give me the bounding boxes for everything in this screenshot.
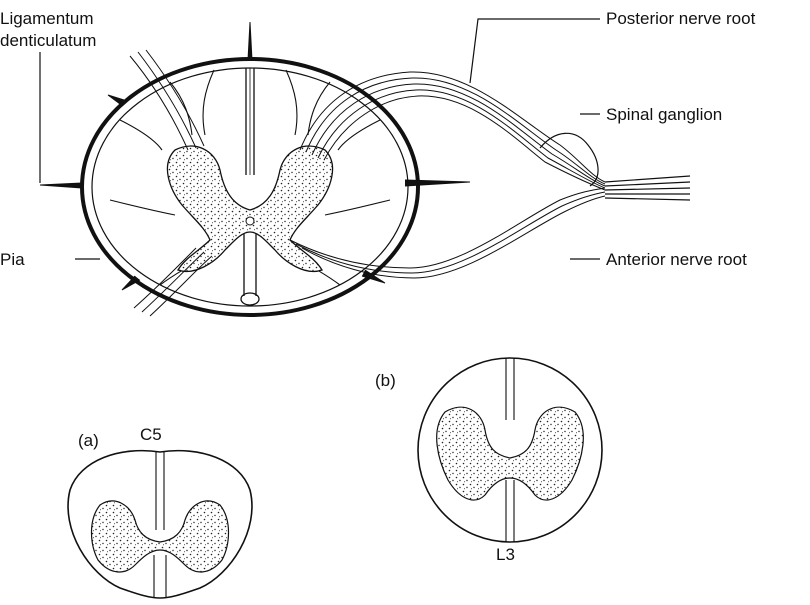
label-pia: Pia bbox=[0, 250, 25, 269]
label-anterior-root: Anterior nerve root bbox=[606, 250, 747, 269]
section-a-c5 bbox=[68, 451, 252, 598]
spinal-ganglion bbox=[540, 133, 690, 200]
section-a-label: (a) bbox=[78, 431, 99, 450]
section-a-level: C5 bbox=[140, 425, 162, 444]
section-b-l3 bbox=[418, 358, 602, 542]
section-b-level: L3 bbox=[496, 545, 515, 564]
main-cord-section bbox=[40, 22, 470, 315]
label-spinal-ganglion: Spinal ganglion bbox=[606, 105, 722, 124]
label-posterior-root: Posterior nerve root bbox=[606, 9, 756, 28]
central-canal bbox=[246, 217, 254, 225]
label-ligamentum-line1: Ligamentum bbox=[0, 9, 94, 28]
ligamentum-spike-left bbox=[40, 183, 82, 188]
label-ligamentum-line2: denticulatum bbox=[0, 31, 96, 50]
section-b-label: (b) bbox=[375, 371, 396, 390]
ligamentum-spike-right bbox=[405, 180, 470, 186]
